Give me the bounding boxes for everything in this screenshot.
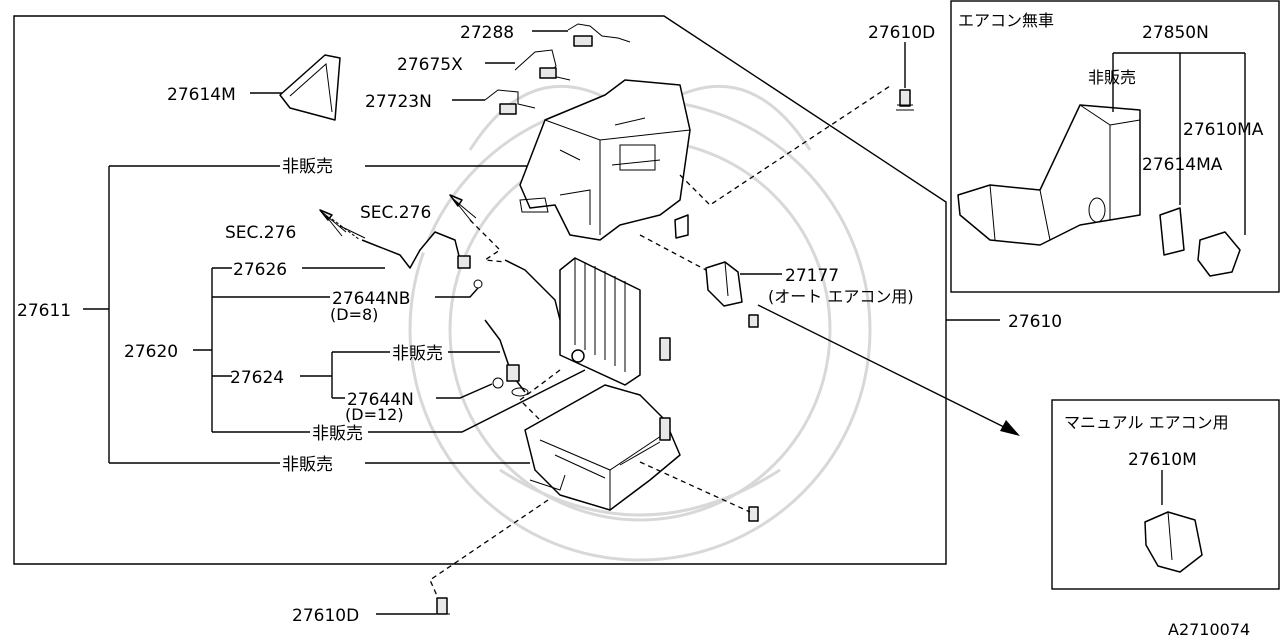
part-27177 [705,261,759,328]
label-hihanbai-3: 非販売 [312,424,363,444]
label-inset-hihanbai: 非販売 [1088,68,1136,87]
bolt-bottom [434,597,450,615]
sec-arrow-left [319,209,347,237]
sensor-27288 [567,23,631,47]
label-27610m: 27610M [1128,450,1197,470]
guide-sec [469,219,506,263]
sensor-27723n [484,89,536,115]
label-27288: 27288 [460,23,514,43]
label-27620: 27620 [124,342,178,362]
label-27644nb: 27644NB [332,289,410,309]
pipe-27626 [319,209,471,269]
label-diagram-id: A2710074 [1168,620,1250,639]
label-d12: (D=12) [345,405,404,424]
label-27610d-bottom: 27610D [292,606,359,626]
guide-mid [639,234,707,271]
label-27610ma: 27610MA [1183,120,1264,140]
oring-27644nb [473,279,483,289]
label-hihanbai-1: 非販売 [282,157,333,177]
label-sec276-right: SEC.276 [360,203,431,223]
main-frame [13,15,947,565]
evaporator-core [559,257,641,386]
inset-no-ac-title: エアコン無車 [958,11,1054,30]
leader-27624 [300,351,500,399]
upper-case [519,79,691,241]
bolt-lower [748,506,759,522]
inset-no-ac-frame [950,0,1280,293]
inset-manual-drawing [1144,470,1203,573]
guide-lower [639,461,751,513]
label-d8: (D=8) [330,305,378,324]
label-hihanbai-4: 非販売 [282,455,333,475]
guide-bottom [429,499,549,599]
sensor-27675x [514,49,571,81]
label-27614ma: 27614MA [1142,155,1223,175]
inset-manual-frame [1051,399,1280,590]
label-27626: 27626 [233,260,287,280]
bolt-top [896,89,914,111]
pipe-27624 [484,259,561,397]
inset-manual-title: マニュアル エアコン用 [1064,413,1229,432]
label-auto-ac: (オート エアコン用) [768,287,914,306]
lower-case [524,384,681,511]
label-27850n: 27850N [1142,23,1209,43]
label-27675x: 27675X [397,55,463,75]
label-27177: 27177 [785,266,839,286]
inset-no-ac-drawing [957,52,1246,277]
guide-top [679,85,891,206]
oring-27644n [492,377,504,389]
label-hihanbai-2: 非販売 [392,344,443,364]
sec-arrow-right [449,194,477,223]
arrow-head [1000,420,1020,436]
leader-27611 [83,165,530,464]
label-sec276-left: SEC.276 [225,223,296,243]
label-27624: 27624 [230,368,284,388]
label-27614m: 27614M [167,85,236,105]
clip-part [659,214,689,361]
label-27610d-top: 27610D [868,23,935,43]
label-27610: 27610 [1008,312,1062,332]
seal-27614m [279,54,341,121]
label-27723n: 27723N [365,92,432,112]
leader-27620 [193,267,586,433]
guide-evap [519,369,561,421]
label-27611: 27611 [17,301,71,321]
label-27644n: 27644N [347,390,414,410]
arrow-to-manual [757,304,1011,431]
